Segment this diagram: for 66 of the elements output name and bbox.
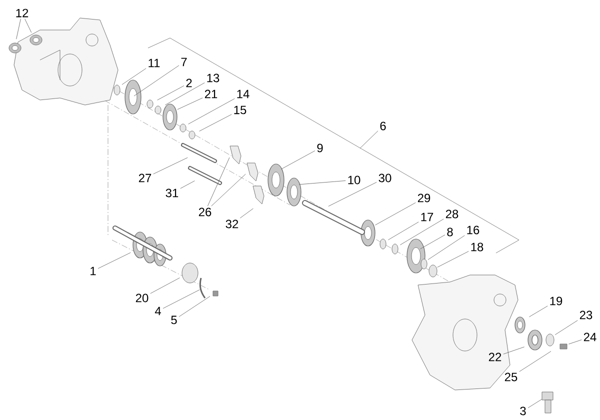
leader-line (16, 18, 21, 40)
callout-number: 14 (237, 90, 250, 98)
callout-number: 4 (154, 306, 161, 316)
callout-number: 32 (226, 220, 238, 228)
callout-number: 11 (148, 58, 160, 68)
callout-number: 19 (550, 296, 562, 306)
callout-number: 15 (234, 106, 246, 114)
callout-number: 1 (90, 266, 96, 276)
leader-line (240, 208, 254, 218)
leader-line (437, 251, 469, 268)
leader-line (178, 296, 210, 317)
callout-number: 30 (378, 174, 392, 182)
callout-number: 25 (504, 372, 518, 382)
callout-number: 27 (138, 174, 152, 182)
leader-line (207, 157, 230, 206)
leader-line (281, 150, 316, 170)
leader-line (24, 18, 32, 33)
leader-line (180, 180, 195, 189)
callout-number: 16 (467, 226, 480, 234)
leader-line (428, 235, 465, 260)
leader-line (388, 222, 419, 240)
leader-line (420, 234, 446, 250)
leader-line (374, 202, 416, 226)
callout-number: 6 (380, 122, 386, 130)
leader-line (528, 398, 542, 408)
leader-line (503, 346, 525, 354)
leader-line (400, 218, 444, 246)
callout-number: 18 (471, 242, 484, 252)
leader-line (150, 278, 180, 294)
leader-line (164, 82, 205, 106)
leader-line (528, 306, 548, 318)
leader-line (162, 289, 200, 309)
callout-number: 17 (421, 212, 434, 222)
leader-line (98, 252, 131, 269)
callout-number: 28 (446, 210, 458, 218)
callout-number: 26 (198, 208, 212, 216)
callout-number: 3 (520, 406, 526, 416)
callout-number: 7 (181, 58, 187, 66)
callout-number: 23 (580, 310, 592, 320)
callout-number: 10 (348, 176, 360, 184)
callout-number: 29 (418, 194, 430, 202)
callout-number: 8 (447, 228, 453, 236)
leader-line (554, 320, 578, 336)
callout-number: 24 (584, 332, 596, 342)
callout-number: 21 (204, 90, 218, 98)
callout-number: 12 (16, 8, 28, 18)
leader-line (519, 351, 552, 372)
callout-number: 5 (171, 316, 177, 324)
callout-number: 9 (317, 144, 323, 152)
leader-line (568, 340, 582, 344)
leader-line (328, 182, 377, 207)
leader-line (199, 114, 232, 132)
leader-line (298, 180, 346, 185)
leader-line (188, 98, 235, 124)
callout-number: 13 (207, 74, 220, 82)
callout-number: 31 (166, 188, 178, 198)
leader-line (134, 65, 180, 96)
leader-line (153, 157, 188, 174)
leader-line (177, 98, 203, 110)
leader-line (157, 85, 184, 100)
leader-line (122, 68, 146, 85)
callout-number: 22 (488, 352, 502, 362)
leader-line (211, 174, 246, 206)
callout-number: 2 (186, 78, 192, 88)
leader-line (360, 130, 378, 149)
callout-number: 20 (136, 294, 148, 302)
